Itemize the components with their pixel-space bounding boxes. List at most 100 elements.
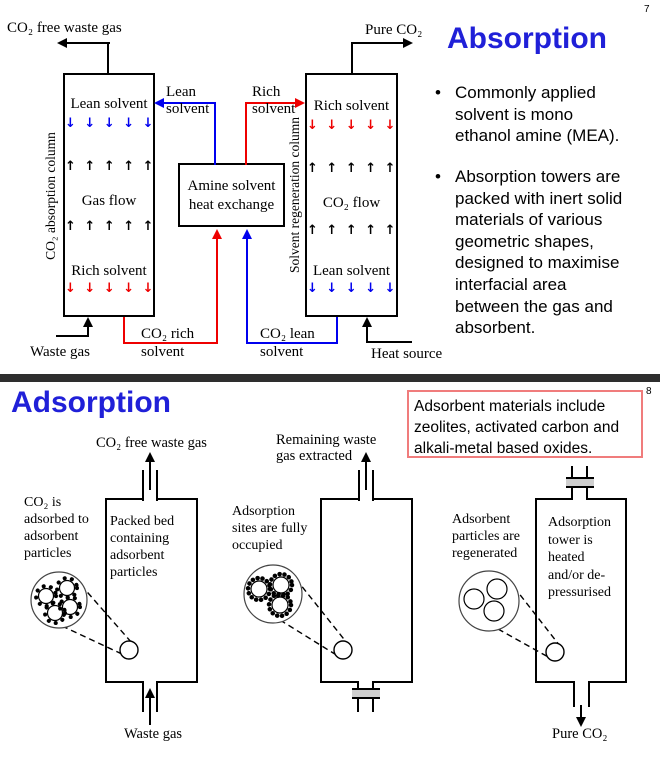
up-arrowhead-icon [83, 317, 93, 327]
tower2-up-arrow [365, 461, 367, 490]
note-line: zeolites, activated carbon and [414, 419, 620, 436]
heat-source-label: Heat source [371, 346, 443, 362]
down-arrows-icon: ↓ ↓ ↓ ↓ ↓ [65, 116, 156, 131]
adsorption-tower-2 [320, 498, 413, 683]
exhaust-line [67, 42, 110, 44]
waste-gas-line [56, 335, 89, 337]
magnifier-regenerated-particles [458, 570, 520, 632]
regeneration-column-rotated-label: Solvent regeneration column [287, 117, 302, 273]
bullet2-line: Absorption towers are [433, 166, 643, 188]
bullet-item-1: Commonly applied solvent is mono ethanol… [433, 82, 643, 147]
page-number-8: 8 [646, 386, 652, 397]
slide1-title: Absorption [447, 22, 607, 55]
exhaust-line [351, 42, 353, 75]
heat-exchanger-label: Amine solvent [187, 178, 276, 194]
lean-solvent-label: Lean solvent [312, 263, 391, 279]
up-arrows-icon: ↑ ↑ ↑ ↑ ↑ [65, 219, 156, 234]
label-line: tower is [548, 532, 593, 548]
lean-pipe [163, 102, 216, 104]
label-line: containing [110, 531, 170, 546]
co2-rich-pipe [123, 342, 218, 344]
right-arrowhead-icon [403, 38, 413, 48]
label-line: Lean [166, 84, 196, 100]
tower2-side-label: Adsorption sites are fully occupied [232, 503, 307, 554]
label-line: occupied [232, 538, 283, 553]
lean-pipe [214, 102, 216, 165]
bullet1-line: solvent is mono [455, 104, 574, 124]
rich-pipe [245, 102, 247, 165]
rich-solvent-label: Rich solvent [71, 263, 147, 279]
co2-rich-pipe [123, 317, 125, 344]
tower1-bottom-label: Waste gas [124, 726, 183, 742]
label-line: adsorbent [24, 529, 79, 544]
label-line: gas extracted [276, 447, 353, 464]
right-arrowhead-icon [295, 98, 305, 108]
up-arrowhead-icon [362, 317, 372, 327]
label-line: pressurised [548, 585, 611, 600]
absorption-column-rotated-label: CO₂ absorption column [43, 132, 58, 260]
heat-exchanger-box: Amine solvent heat exchange [178, 163, 285, 227]
page-number-7: 7 [644, 4, 650, 15]
label-line: CO₂ is [24, 495, 62, 510]
label-line: Adsorption [548, 515, 611, 530]
down-arrows-icon: ↓ ↓ ↓ ↓ ↓ [307, 118, 398, 133]
tower3-bottom-label: Pure CO₂ [552, 726, 608, 742]
rich-solvent-label: Rich solvent [313, 98, 390, 114]
down-arrows-icon: ↓ ↓ ↓ ↓ ↓ [307, 281, 398, 296]
bullet1-line: Commonly applied [433, 82, 643, 104]
up-arrowhead-icon [212, 229, 222, 239]
absorption-column: Lean solvent ↓ ↓ ↓ ↓ ↓ ↑ ↑ ↑ ↑ ↑ Gas flo… [63, 73, 155, 317]
pure-co2-label: Pure CO₂ [365, 22, 423, 38]
label-line: Rich [252, 84, 281, 100]
label-line: adsorbent [110, 548, 165, 563]
lean-solvent-pipe-label: Lean solvent [166, 84, 209, 118]
label-line: and/or de- [548, 567, 606, 583]
label-line: regenerated [452, 546, 518, 561]
tower3-top-valve [566, 477, 594, 488]
label-line: heated [548, 550, 585, 565]
slide-divider [0, 374, 660, 382]
down-arrowhead-icon [576, 717, 586, 727]
label-line: Adsorption [232, 504, 295, 519]
tower1-inlet-arrow [149, 697, 151, 725]
up-arrowhead-icon [242, 229, 252, 239]
tower1-top-label: CO₂ free waste gas [96, 435, 207, 451]
tower1-inside-label: Packed bed containing adsorbent particle… [110, 513, 174, 581]
bullet2-line: materials of various [455, 210, 603, 230]
bullet-item-2: Absorption towers are packed with inert … [433, 166, 643, 339]
heat-source-line [366, 341, 412, 343]
note-line: alkali-metal based oxides. [414, 440, 593, 457]
label-line: Remaining waste [276, 432, 377, 448]
waste-gas-label: Waste gas [30, 344, 91, 360]
tower3-side-label: Adsorbent particles are regenerated [452, 511, 520, 562]
regeneration-column: Rich solvent ↓ ↓ ↓ ↓ ↓ ↑ ↑ ↑ ↑ ↑ CO₂ flo… [305, 73, 398, 317]
up-arrowhead-icon [145, 452, 155, 462]
label-line: particles are [452, 529, 521, 544]
tower2-top-label: Remaining waste gas extracted [276, 432, 377, 464]
tower1-side-label: CO₂ is adsorbed to adsorbent particles [24, 494, 89, 562]
rich-pipe [245, 102, 297, 104]
up-arrowhead-icon [145, 688, 155, 698]
bullet2-line: packed with inert solid [455, 188, 623, 208]
label-line: CO₂ lean [260, 326, 315, 342]
co2-lean-pipe [246, 342, 338, 344]
label-line: CO₂ rich [141, 326, 195, 342]
label-line: sites are fully [232, 521, 308, 536]
gas-flow-label: Gas flow [81, 193, 137, 209]
co2-lean-pipe [246, 238, 248, 344]
magnifier-occupied-particles [243, 564, 303, 624]
exhaust-line [351, 42, 404, 44]
label-line: solvent [260, 344, 304, 360]
bullet2-line: absorbent. [455, 318, 536, 338]
up-arrows-icon: ↑ ↑ ↑ ↑ ↑ [307, 223, 398, 238]
bullet2-line: between the gas and [455, 296, 613, 316]
down-arrows-icon: ↓ ↓ ↓ ↓ ↓ [65, 281, 156, 296]
up-arrowhead-icon [361, 452, 371, 462]
tower3-outlet-arrow [580, 705, 582, 718]
lean-solvent-label: Lean solvent [70, 96, 148, 112]
co2-rich-pipe [216, 238, 218, 344]
tower3-bottom-pipe [573, 681, 590, 707]
label-line: solvent [141, 344, 185, 360]
co2-free-waste-gas-label: CO₂ free waste gas [7, 20, 122, 36]
